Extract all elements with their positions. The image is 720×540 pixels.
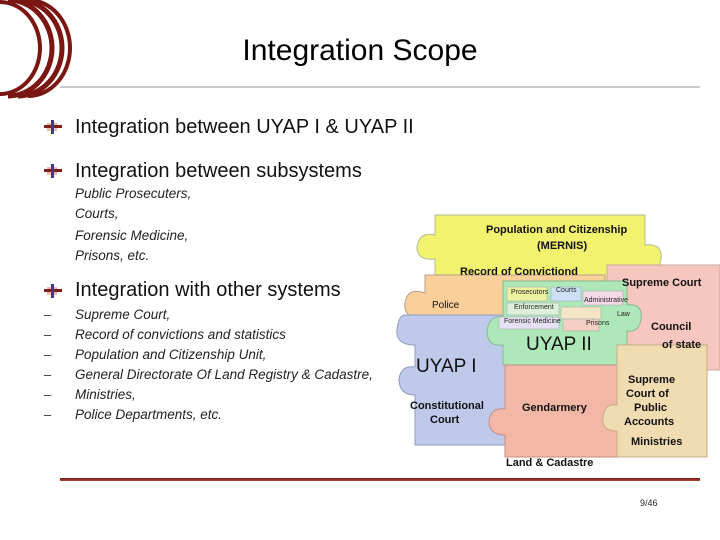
inner-enforcement-label: Enforcement bbox=[514, 304, 554, 311]
ministries-label: Ministries bbox=[631, 436, 683, 448]
inner-prosecutors-label: Prosecutors bbox=[511, 289, 549, 296]
other-system-item: Police Departments, etc. bbox=[75, 407, 223, 422]
page-number: 9/46 bbox=[640, 498, 658, 508]
dash-icon: – bbox=[44, 407, 52, 422]
supreme-court-label: Supreme Court bbox=[622, 277, 702, 289]
uyap1-label: UYAP I bbox=[416, 356, 477, 377]
council-label-2: of state bbox=[662, 339, 702, 351]
constitutional-label-2: Court bbox=[430, 414, 460, 426]
dash-icon: – bbox=[44, 327, 52, 342]
footer-rule bbox=[60, 478, 700, 481]
bullet-other-systems: Integration with other systems bbox=[75, 279, 341, 301]
accounts-label-4: Accounts bbox=[624, 416, 675, 428]
inner-forensic-label: Forensic Medicine bbox=[504, 318, 561, 325]
mernis-label: (MERNIS) bbox=[537, 240, 588, 252]
land-cadastre-label: Land & Cadastre bbox=[506, 457, 594, 469]
council-label-1: Council bbox=[651, 321, 692, 333]
other-system-item: Ministries, bbox=[75, 387, 136, 402]
inner-courts-label: Courts bbox=[556, 287, 577, 294]
accounts-label-2: Court of bbox=[626, 388, 669, 400]
inner-prisons-label: Prisons bbox=[586, 320, 610, 327]
puzzle-piece-ministries bbox=[602, 344, 708, 458]
dash-icon: – bbox=[44, 347, 52, 362]
dash-icon: – bbox=[44, 307, 52, 322]
bullet-subsystems-integration: Integration between subsystems bbox=[75, 160, 362, 182]
bullet-uyap-integration: Integration between UYAP I & UYAP II bbox=[75, 116, 414, 138]
constitutional-label-1: Constitutional bbox=[410, 400, 484, 412]
decorative-arcs bbox=[0, 0, 72, 99]
subsystem-item: Forensic Medicine, bbox=[75, 228, 189, 243]
uyap2-label: UYAP II bbox=[526, 334, 592, 355]
puzzle-piece-uyap1 bbox=[396, 314, 516, 446]
other-system-item: Record of convictions and statistics bbox=[75, 327, 286, 342]
title-divider bbox=[60, 86, 700, 88]
bullet-icon bbox=[44, 120, 62, 134]
bullet-icon bbox=[44, 284, 62, 298]
gendarmery-label: Gendarmery bbox=[522, 402, 587, 414]
other-system-item: Population and Citizenship Unit, bbox=[75, 347, 267, 362]
inner-administrative-label: Administrative bbox=[584, 297, 628, 304]
accounts-label-3: Public bbox=[634, 402, 668, 414]
other-system-item: General Directorate Of Land Registry & C… bbox=[75, 367, 373, 382]
bullet-icon bbox=[44, 164, 62, 178]
police-label: Police bbox=[432, 300, 460, 311]
accounts-label-1: Supreme bbox=[628, 374, 676, 386]
slide-title: Integration Scope bbox=[242, 34, 478, 67]
inner-law-label: Law bbox=[617, 311, 630, 318]
subsystem-item: Courts, bbox=[75, 206, 119, 221]
integration-puzzle bbox=[396, 214, 720, 458]
dash-icon: – bbox=[44, 387, 52, 402]
record-label: Record of Convictiond bbox=[460, 266, 578, 278]
other-system-item: Supreme Court, bbox=[75, 307, 171, 322]
subsystem-item: Public Prosecuters, bbox=[75, 186, 192, 201]
dash-icon: – bbox=[44, 367, 52, 382]
population-label: Population and Citizenship bbox=[486, 224, 628, 236]
subsystem-item: Prisons, etc. bbox=[75, 248, 150, 263]
